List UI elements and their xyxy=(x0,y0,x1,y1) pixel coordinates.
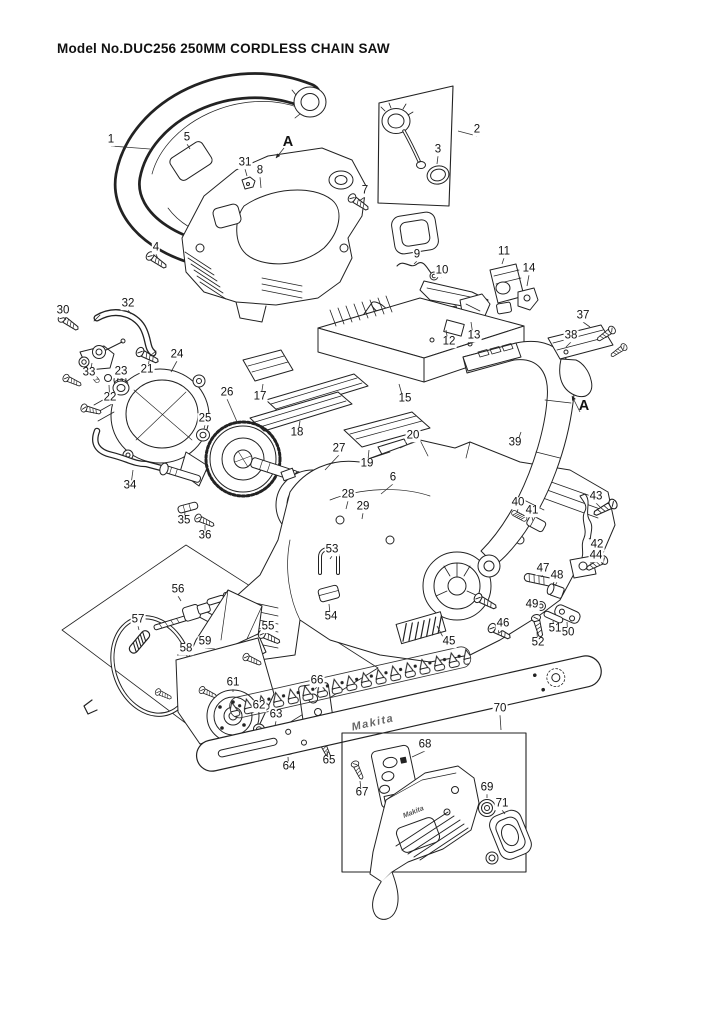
leader-line xyxy=(314,686,318,690)
leader-line xyxy=(259,383,264,404)
leader-line xyxy=(554,581,558,587)
leader-line xyxy=(457,130,478,137)
leader-line xyxy=(595,502,601,508)
leader-line xyxy=(203,424,206,430)
clip-31 xyxy=(241,176,256,190)
leader-line xyxy=(380,483,394,495)
leader-line xyxy=(155,253,159,260)
leader-line xyxy=(329,555,333,560)
leader-line xyxy=(436,155,439,165)
leader-line xyxy=(589,561,597,564)
leader-line xyxy=(226,398,239,425)
leader-line xyxy=(259,176,262,189)
leader-line xyxy=(566,621,569,640)
leader-line xyxy=(531,516,534,522)
sticker-5 xyxy=(169,141,213,181)
oil-cap-detail-box xyxy=(377,85,454,207)
motor-housing-cover xyxy=(181,147,367,323)
leader-line xyxy=(183,510,186,528)
leader-line xyxy=(129,469,134,493)
leader-line xyxy=(287,756,290,774)
leader-line xyxy=(108,384,111,405)
guide-bar: Makita xyxy=(195,655,602,772)
saw-chain xyxy=(229,646,472,719)
leader-line xyxy=(501,809,506,815)
leader-line xyxy=(177,595,182,602)
controller-unit xyxy=(317,295,525,383)
leader-line xyxy=(499,714,502,731)
leader-line xyxy=(411,750,426,758)
leader-line xyxy=(345,500,349,510)
leader-line xyxy=(137,625,140,631)
page-title: Model No.DUC256 250MM CORDLESS CHAIN SAW xyxy=(57,41,390,56)
leader-line xyxy=(274,720,277,727)
leader-line xyxy=(516,508,519,514)
leader-line xyxy=(204,647,216,650)
leader-line xyxy=(275,147,285,159)
accessory-box: Makita xyxy=(341,732,532,920)
leader-line xyxy=(127,309,132,315)
leader-line xyxy=(501,257,505,265)
leader-line xyxy=(514,431,522,450)
leader-line xyxy=(359,780,363,800)
leader-line xyxy=(170,360,178,373)
leader-line xyxy=(399,441,414,449)
leader-line xyxy=(296,420,301,440)
leader-line xyxy=(186,143,191,150)
leader-line xyxy=(552,620,556,636)
leader-line xyxy=(398,383,406,406)
leader-line xyxy=(62,316,67,321)
leader-line xyxy=(498,629,504,634)
oil-pump-group xyxy=(78,309,202,514)
leader-line xyxy=(565,341,572,348)
oil-tank-window xyxy=(391,211,439,255)
leader-line xyxy=(110,145,151,150)
trigger-assembly xyxy=(547,324,614,398)
leader-line xyxy=(244,168,248,177)
leader-line xyxy=(571,395,581,413)
leader-line xyxy=(526,274,530,287)
leader-line xyxy=(582,321,591,328)
leader-line xyxy=(358,196,366,202)
leader-line xyxy=(361,512,364,520)
leader-line xyxy=(324,454,340,471)
leader-line xyxy=(540,574,544,578)
leader-line xyxy=(413,260,418,265)
